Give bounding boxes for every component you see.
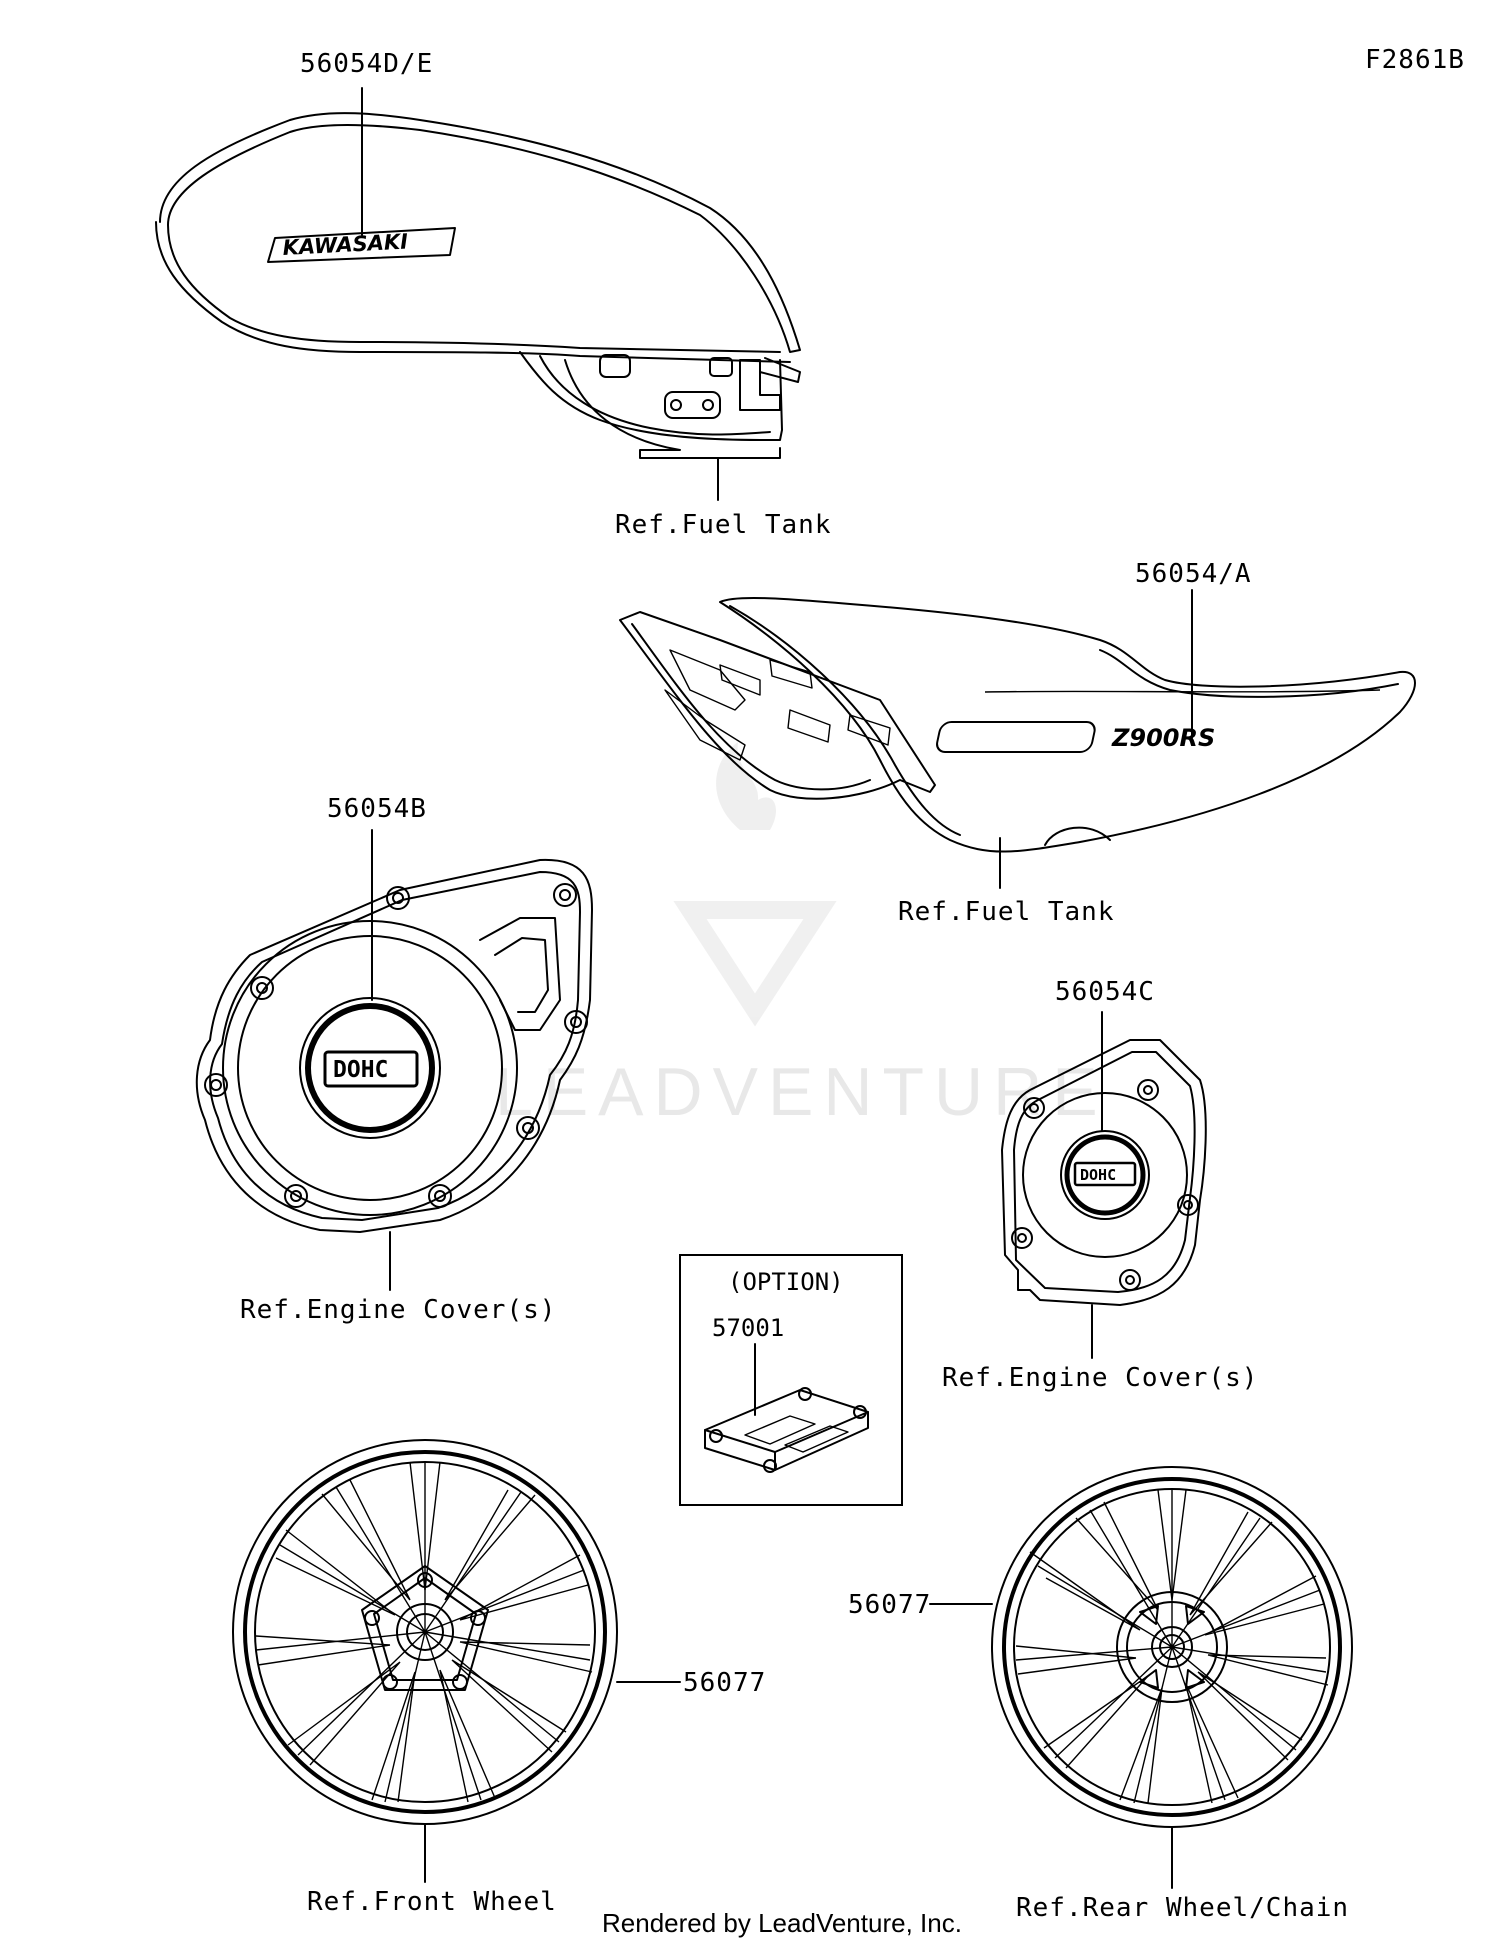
diagram-id: F2861B xyxy=(1365,45,1465,75)
engine-cover-left-illustration[interactable]: DOHC xyxy=(195,858,593,1233)
engine-cover-right-illustration[interactable]: DOHC xyxy=(1001,1039,1207,1306)
callout-56077-front[interactable]: 56077 xyxy=(683,1668,766,1698)
z900rs-badge: Z900RS xyxy=(936,721,1215,753)
ref-rear-wheel-chain[interactable]: Ref.Rear Wheel/Chain xyxy=(1016,1893,1349,1923)
front-wheel-illustration[interactable] xyxy=(232,1439,618,1825)
footer-credit: Rendered by LeadVenture, Inc. xyxy=(602,1908,962,1938)
callout-57001[interactable]: 57001 xyxy=(712,1314,784,1342)
leadventure-watermark: LEADVENTURE xyxy=(495,742,1108,1130)
model-badge-text: Z900RS xyxy=(1111,724,1215,752)
ref-fuel-tank-side[interactable]: Ref.Fuel Tank xyxy=(898,897,1115,927)
ref-engine-cover-right[interactable]: Ref.Engine Cover(s) xyxy=(942,1363,1258,1393)
callout-56077-rear[interactable]: 56077 xyxy=(848,1590,931,1620)
option-part-57001-illustration[interactable] xyxy=(704,1387,869,1473)
option-box: (OPTION) 57001 xyxy=(679,1254,903,1506)
ref-front-wheel[interactable]: Ref.Front Wheel xyxy=(307,1887,557,1917)
kawasaki-logo-text: KAWASAKI xyxy=(282,229,409,260)
option-title: (OPTION) xyxy=(728,1268,844,1296)
rear-wheel-illustration[interactable] xyxy=(991,1466,1353,1828)
callout-56054DE[interactable]: 56054D/E xyxy=(300,49,433,79)
callout-56054C[interactable]: 56054C xyxy=(1055,977,1155,1007)
side-cover-illustration[interactable]: Z900RS xyxy=(619,596,1416,853)
ref-engine-cover-left[interactable]: Ref.Engine Cover(s) xyxy=(240,1295,556,1325)
fuel-tank-illustration[interactable]: KAWASAKI xyxy=(155,112,801,459)
callout-56054B[interactable]: 56054B xyxy=(327,794,427,824)
callout-56054A[interactable]: 56054/A xyxy=(1135,559,1252,589)
dohc-badge-left-text: DOHC xyxy=(333,1057,388,1083)
dohc-badge-right-text: DOHC xyxy=(1080,1166,1116,1184)
ref-fuel-tank-top[interactable]: Ref.Fuel Tank xyxy=(615,510,832,540)
watermark-text: LEADVENTURE xyxy=(495,1054,1108,1130)
